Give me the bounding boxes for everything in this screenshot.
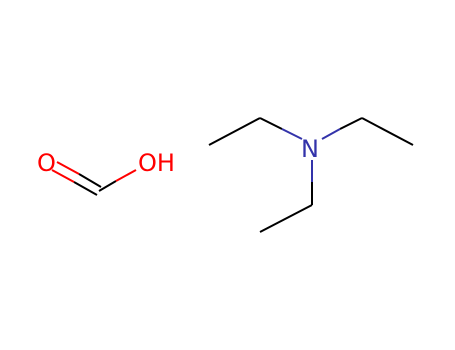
triethylamine: N xyxy=(208,117,414,233)
atom-n1-label: N xyxy=(301,135,319,163)
bond-n-ch2-right-blue xyxy=(321,128,341,140)
bond-c-o-double-b-black xyxy=(78,173,102,188)
bond-ch2-n-left-blue xyxy=(281,128,303,140)
bond-c-oh-black xyxy=(98,180,117,192)
bond-ch2-n-left-black xyxy=(259,117,283,130)
atom-o2-label: OH xyxy=(138,149,175,177)
formic-acid: O OH xyxy=(37,149,175,196)
bond-ch3-ch2-left xyxy=(208,117,261,146)
bond-c-o-double-b-red xyxy=(56,161,80,175)
bond-c-oh-red xyxy=(115,169,137,182)
atom-o1-label: O xyxy=(37,149,56,177)
bond-n-ch2-right-black xyxy=(339,117,363,130)
bond-ch2-ch3-right xyxy=(361,117,414,146)
bond-c-o-double-a-black xyxy=(73,181,98,196)
bond-ch2-ch3-bottom xyxy=(259,204,313,233)
bond-c-o-double-a-red xyxy=(51,169,75,183)
